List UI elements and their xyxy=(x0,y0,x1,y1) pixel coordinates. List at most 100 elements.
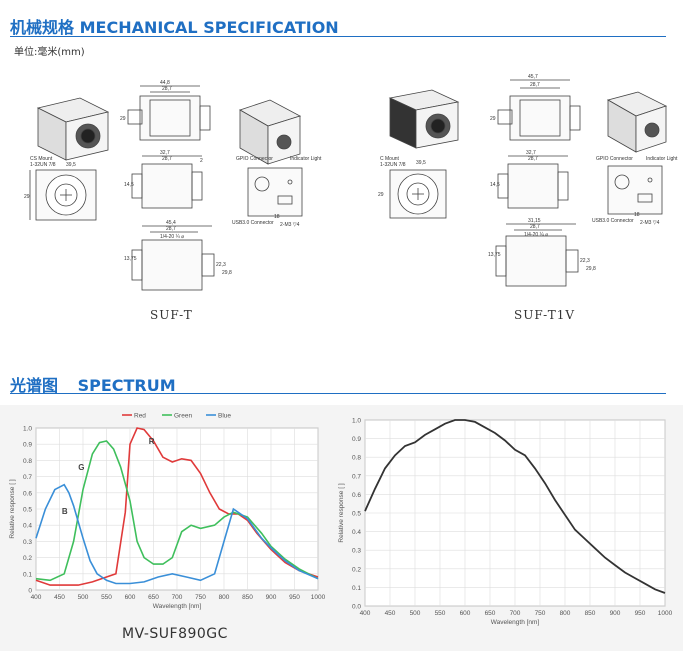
dim-bot-w: 31,15 xyxy=(528,218,541,224)
y-tick-label: 0.6 xyxy=(352,492,361,499)
x-tick-label: 550 xyxy=(101,594,112,601)
y-tick-label: 0.2 xyxy=(23,555,32,562)
annotation-r: R xyxy=(149,437,155,446)
dim-bot-w2: 28,7 xyxy=(166,226,176,232)
label-mount: CS Mount xyxy=(30,156,53,162)
y-tick-label: 0.1 xyxy=(352,585,361,592)
label-mount: C Mount xyxy=(380,156,400,162)
y-tick-label: 0.2 xyxy=(352,566,361,573)
dim-bot-thread: 1/4-20 ¼ ⌀ xyxy=(524,232,548,238)
dim-rear-w: 18 xyxy=(634,212,640,218)
x-tick-label: 600 xyxy=(460,610,471,617)
dim-bot-h: 13,75 xyxy=(488,252,501,258)
top-view xyxy=(497,79,581,141)
x-axis-label: Wavelength [nm] xyxy=(491,619,540,626)
y-tick-label: 0.8 xyxy=(23,458,32,465)
mechanical-title-cn: 机械规格 xyxy=(10,18,75,37)
x-tick-label: 600 xyxy=(125,594,136,601)
dim-bot-r1: 22,3 xyxy=(216,262,226,268)
x-tick-label: 850 xyxy=(585,610,596,617)
label-indicator: Indicator Light xyxy=(290,156,322,162)
iso-camera-rear xyxy=(606,91,668,153)
x-tick-label: 550 xyxy=(435,610,446,617)
spectrum-title-cn: 光谱图 xyxy=(10,376,59,395)
x-tick-label: 800 xyxy=(219,594,230,601)
dim-top-side: 29 xyxy=(120,116,126,122)
rear-view xyxy=(247,167,303,217)
y-tick-label: 0.5 xyxy=(352,511,361,518)
annotation-g: G xyxy=(78,463,84,472)
x-tick-label: 800 xyxy=(560,610,571,617)
series-line-blue xyxy=(35,483,319,585)
y-tick-label: 0.5 xyxy=(23,507,32,514)
label-gpio: GPIO Connector xyxy=(596,156,633,162)
side-view xyxy=(497,155,569,209)
legend-label-green: Green xyxy=(174,413,192,420)
series-line-red xyxy=(35,427,319,586)
legend-label-blue: Blue xyxy=(218,413,231,420)
x-tick-label: 850 xyxy=(242,594,253,601)
rear-view xyxy=(607,165,663,215)
dim-bot-w: 45,4 xyxy=(166,220,176,226)
drawing-set-suf-t1v: 45,7 28,7 29 C Mount 1-32UN 7/8 39,5 29 … xyxy=(378,74,678,287)
dim-top-width: 45,7 xyxy=(528,74,538,80)
dim-bot-r1: 22,3 xyxy=(580,258,590,264)
dim-mid-w1: 32,7 xyxy=(160,150,170,156)
spectrum-title: 光谱图 SPECTRUM xyxy=(10,372,176,396)
bottom-view xyxy=(495,223,579,287)
y-axis-label: Relative response [ ] xyxy=(9,479,16,538)
spectrum-title-en: SPECTRUM xyxy=(77,376,176,395)
label-m4: 2-M3 ▽4 xyxy=(280,222,300,228)
dim-mid-r: 2 xyxy=(200,158,203,164)
y-axis-label: Relative response [ ] xyxy=(338,483,345,542)
dim-mid-w1: 32,7 xyxy=(526,150,536,156)
x-tick-label: 900 xyxy=(266,594,277,601)
label-mount-thread: 1-32UN 7/8 xyxy=(30,162,56,168)
y-tick-label: 0.7 xyxy=(23,474,32,481)
label-m4: 2-M3 ▽4 xyxy=(640,220,660,226)
iso-camera-rear xyxy=(239,99,302,165)
x-tick-label: 700 xyxy=(172,594,183,601)
y-tick-label: 1.0 xyxy=(23,426,32,433)
y-tick-label: 0 xyxy=(28,588,32,595)
x-tick-label: 700 xyxy=(510,610,521,617)
y-tick-label: 1.0 xyxy=(352,418,361,425)
dim-mid-w2: 28,7 xyxy=(162,156,172,162)
top-view xyxy=(127,85,211,141)
front-view xyxy=(29,169,97,221)
x-tick-label: 500 xyxy=(78,594,89,601)
label-indicator: Indicator Light xyxy=(646,156,678,162)
label-usb: USB3.0 Connector xyxy=(232,220,274,226)
dim-rear-w: 18 xyxy=(274,214,280,220)
label-usb: USB3.0 Connector xyxy=(592,218,634,224)
x-tick-label: 500 xyxy=(410,610,421,617)
y-tick-label: 0.9 xyxy=(352,436,361,443)
chart-caption: MV-SUF890GC xyxy=(122,626,228,642)
dim-mount: 39,5 xyxy=(416,160,426,166)
dim-bot-thread: 1/4-20 ¼ ⌀ xyxy=(160,234,184,240)
mechanical-title: 机械规格 MECHANICAL SPECIFICATION xyxy=(10,14,339,38)
mechanical-title-en: MECHANICAL SPECIFICATION xyxy=(79,18,339,37)
x-tick-label: 750 xyxy=(195,594,206,601)
dim-front-height: 29 xyxy=(378,192,384,198)
y-tick-label: 0.4 xyxy=(352,529,361,536)
iso-camera-front xyxy=(36,97,110,161)
x-axis-label: Wavelength [nm] xyxy=(153,603,202,610)
dim-mount: 39,5 xyxy=(66,162,76,168)
iso-camera-front xyxy=(388,89,460,149)
y-tick-label: 0.8 xyxy=(352,455,361,462)
dim-bot-r2: 29,8 xyxy=(586,266,596,272)
x-tick-label: 1000 xyxy=(311,594,326,601)
x-tick-label: 650 xyxy=(485,610,496,617)
dim-top-side: 29 xyxy=(490,116,496,122)
y-tick-label: 0.3 xyxy=(352,548,361,555)
series-line-response xyxy=(364,419,666,594)
y-tick-label: 0.7 xyxy=(352,473,361,480)
label-gpio: GPIO Connector xyxy=(236,156,273,162)
x-tick-label: 1000 xyxy=(658,610,673,617)
legend-label-red: Red xyxy=(134,413,146,420)
x-tick-label: 450 xyxy=(385,610,396,617)
y-tick-label: 0.0 xyxy=(352,604,361,611)
